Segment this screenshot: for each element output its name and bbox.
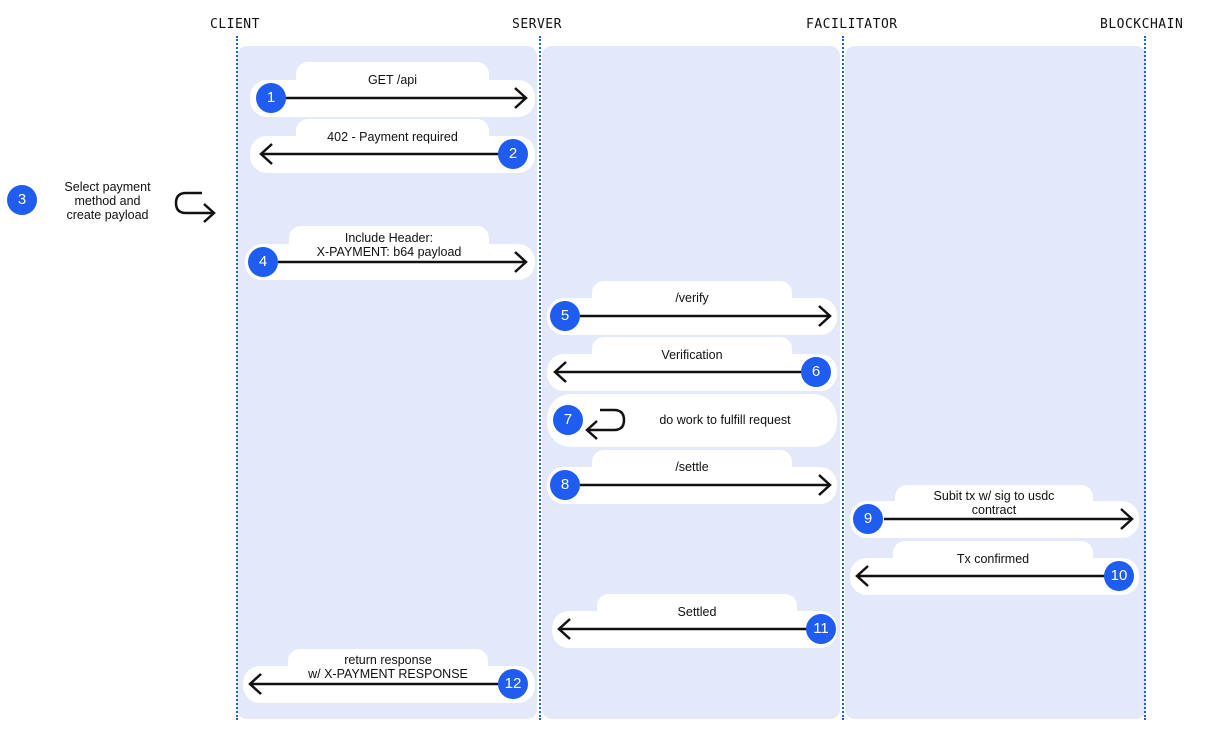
step-3-label: Select payment method and create payload [64,180,151,222]
step-5-badge: 5 [550,301,580,331]
step-9-label: Subit tx w/ sig to usdc contract [933,489,1055,517]
step-7-label: do work to fulfill request [659,413,791,427]
step-8-label: /settle [675,460,709,474]
step-5-label: /verify [675,291,709,305]
step-1-label: GET /api [367,73,418,87]
actor-server: SERVER [512,17,562,32]
lane-facilitator-blockchain [845,46,1146,719]
step-7-badge: 7 [553,405,583,435]
lifeline-facilitator [842,36,844,720]
step-3-badge: 3 [7,185,37,215]
lifeline-server [539,36,541,720]
step-8-badge: 8 [550,470,580,500]
step-6-label: Verification [661,348,723,362]
step-12-badge: 12 [498,669,528,699]
actor-client: CLIENT [210,17,260,32]
step-11-label: Settled [677,605,717,619]
lifeline-blockchain [1144,36,1146,720]
step-10-label: Tx confirmed [956,552,1030,566]
step-6-badge: 6 [801,357,831,387]
step-4-label: Include Header: X-PAYMENT: b64 payload [316,231,462,259]
lifeline-client [236,36,238,720]
step-2-badge: 2 [498,139,528,169]
step-12-label: return response w/ X-PAYMENT RESPONSE [308,653,468,681]
actor-facilitator: FACILITATOR [806,17,898,32]
step-2-label: 402 - Payment required [327,130,458,144]
actor-blockchain: BLOCKCHAIN [1100,17,1184,32]
step-1-badge: 1 [256,83,286,113]
step-10-badge: 10 [1104,561,1134,591]
step-11-badge: 11 [806,614,836,644]
step-4-badge: 4 [248,247,278,277]
step-9-badge: 9 [853,504,883,534]
